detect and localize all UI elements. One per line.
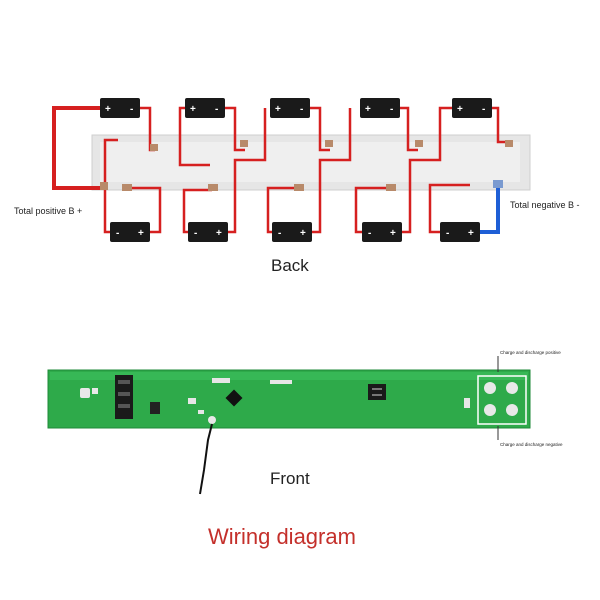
terminal-block: [477, 375, 527, 425]
connector-note-bottom: Charge and discharge negative: [500, 442, 563, 447]
svg-text:+: +: [190, 104, 196, 115]
svg-text:+: +: [275, 104, 281, 115]
svg-text:+: +: [468, 228, 474, 239]
front-lead-wire: [199, 423, 213, 495]
total-positive-label: Total positive B +: [14, 206, 82, 216]
front-label: Front: [270, 469, 310, 488]
svg-text:+: +: [138, 228, 144, 239]
front-view: Charge and discharge positive Charge and…: [47, 350, 563, 495]
bottom-batteries: [110, 222, 480, 242]
control-ic: [225, 389, 243, 407]
svg-text:-: -: [194, 228, 197, 239]
front-board-highlight: [50, 372, 528, 380]
total-positive-wire: [52, 106, 100, 190]
svg-text:-: -: [130, 104, 133, 115]
front-components: [80, 375, 527, 425]
svg-text:+: +: [457, 104, 463, 115]
wire-cell-4-top: [400, 106, 418, 152]
total-negative-label: Total negative B -: [510, 200, 580, 210]
back-wires: [52, 106, 505, 234]
back-view: + - + - + - + - + - - + - + - + - + - + Total posi…: [14, 98, 580, 242]
wire-cell-2-bottom-b: [225, 108, 267, 234]
wire-cell-3-bottom: [266, 186, 300, 234]
wire-cell-3-top: [310, 106, 330, 152]
battery-bottom-2: [188, 222, 228, 242]
svg-text:+: +: [390, 228, 396, 239]
wiring-diagram-caption: Wiring diagram: [208, 524, 356, 549]
connector-note-top: Charge and discharge positive: [500, 350, 561, 355]
back-pads: [100, 140, 513, 191]
battery-top-5: [452, 98, 492, 118]
battery-top-2: [185, 98, 225, 118]
total-negative-wire: [478, 186, 500, 234]
svg-text:+: +: [365, 104, 371, 115]
svg-text:-: -: [278, 228, 281, 239]
svg-text:+: +: [216, 228, 222, 239]
top-batteries: [100, 98, 492, 118]
svg-text:-: -: [390, 104, 393, 115]
svg-text:-: -: [116, 228, 119, 239]
wire-cell-4-bottom-b: [400, 106, 455, 234]
ic-small: [150, 402, 160, 414]
battery-top-1: [100, 98, 140, 118]
svg-text:-: -: [482, 104, 485, 115]
terminal-glyphs: + - + - + - + - + - - + - + - + - + - +: [105, 104, 485, 239]
svg-text:+: +: [105, 104, 111, 115]
battery-bottom-1: [110, 222, 150, 242]
svg-text:+: +: [300, 228, 306, 239]
battery-top-3: [270, 98, 310, 118]
battery-top-4: [360, 98, 400, 118]
connector-strip: [368, 384, 386, 400]
wire-cell-4-bottom: [354, 186, 390, 234]
wire-cell-3-bottom-b: [310, 108, 352, 234]
back-board-inner: [100, 142, 520, 182]
battery-bottom-5: [440, 222, 480, 242]
svg-text:-: -: [215, 104, 218, 115]
svg-text:-: -: [446, 228, 449, 239]
wire-cell-1-bottom-b: [128, 186, 162, 234]
wire-cell-5-top: [490, 106, 505, 144]
svg-text:-: -: [368, 228, 371, 239]
back-label: Back: [271, 256, 309, 275]
pad-cluster-left: [80, 388, 90, 398]
battery-bottom-4: [362, 222, 402, 242]
svg-text:-: -: [300, 104, 303, 115]
battery-bottom-3: [272, 222, 312, 242]
wire-cell-5-bottom: [428, 183, 470, 234]
wire-cell-2-top-b: [225, 106, 245, 152]
